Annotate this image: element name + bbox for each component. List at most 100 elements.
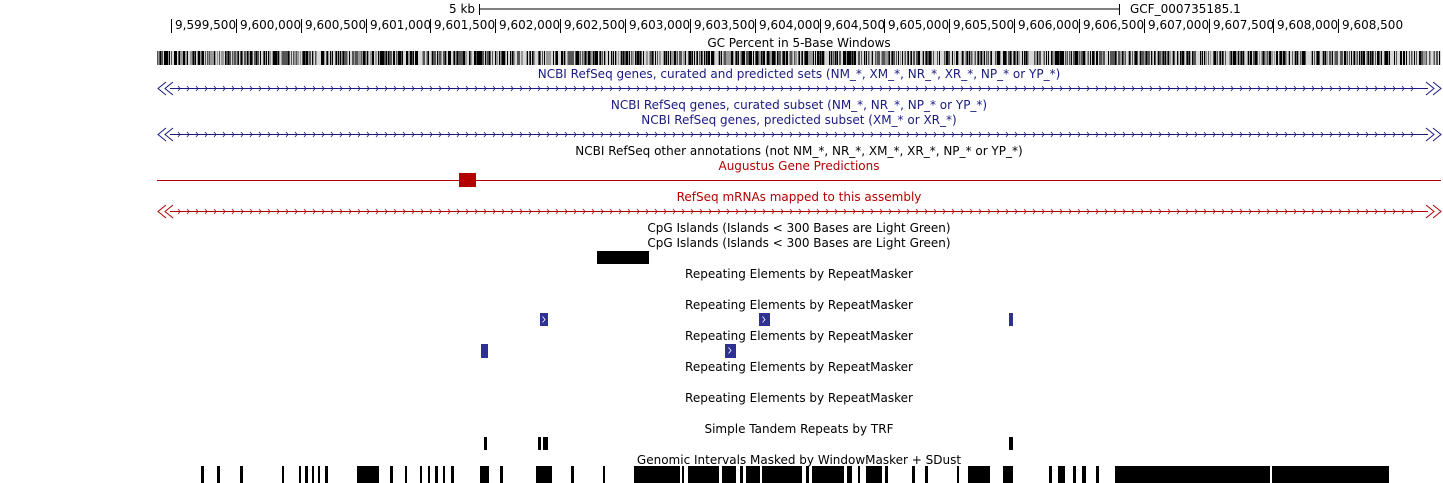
masked-interval bbox=[1058, 466, 1065, 483]
tandem-repeat bbox=[538, 437, 541, 450]
masked-interval bbox=[957, 466, 959, 483]
ruler-tick-label: 9,602,000 bbox=[499, 18, 561, 32]
masked-interval bbox=[688, 466, 719, 483]
masked-interval bbox=[866, 466, 882, 483]
ruler-tick-label: 9,608,500 bbox=[1342, 18, 1404, 32]
masked-interval bbox=[217, 466, 220, 483]
ruler-tick-label: 9,605,500 bbox=[953, 18, 1015, 32]
windowmasker-track-label[interactable]: Genomic Intervals Masked by WindowMasker… bbox=[636, 453, 962, 467]
repeat-element bbox=[540, 313, 548, 326]
cpg-islands-track-label-2[interactable]: CpG Islands (Islands < 300 Bases are Lig… bbox=[647, 236, 951, 250]
masked-interval bbox=[847, 466, 852, 483]
ruler-tick-label: 9,607,000 bbox=[1148, 18, 1210, 32]
refseq-curated-track-label[interactable]: NCBI RefSeq genes, curated subset (NM_*,… bbox=[610, 98, 988, 112]
masked-interval bbox=[1115, 466, 1270, 483]
masked-interval bbox=[201, 466, 204, 483]
masked-interval bbox=[240, 466, 243, 483]
masked-interval bbox=[1003, 466, 1013, 483]
augustus-gene-feature[interactable] bbox=[157, 173, 1441, 187]
ruler-tick-label: 9,600,500 bbox=[305, 18, 367, 32]
masked-interval bbox=[299, 466, 301, 483]
masked-interval bbox=[858, 466, 860, 483]
trf-features[interactable] bbox=[484, 437, 1013, 450]
augustus-exon bbox=[459, 173, 476, 187]
masked-interval bbox=[885, 466, 888, 483]
ruler-tick-label: 9,599,500 bbox=[175, 18, 237, 32]
repeatmasker-track-label-1[interactable]: Repeating Elements by RepeatMasker bbox=[685, 267, 913, 281]
refseq-all-track-label[interactable]: NCBI RefSeq genes, curated and predicted… bbox=[537, 67, 1061, 81]
masked-interval bbox=[451, 466, 454, 483]
assembly-name: GCF_000735185.1 bbox=[1130, 2, 1241, 16]
masked-interval bbox=[420, 466, 422, 483]
masked-interval bbox=[325, 466, 328, 483]
refseq-predicted-track-label[interactable]: NCBI RefSeq genes, predicted subset (XM_… bbox=[641, 113, 957, 127]
masked-interval bbox=[740, 466, 743, 483]
refseq-mrna-track-label[interactable]: RefSeq mRNAs mapped to this assembly bbox=[676, 190, 922, 204]
scale-bar bbox=[479, 4, 1120, 15]
ruler-tick-label: 9,602,500 bbox=[564, 18, 626, 32]
masked-interval bbox=[912, 466, 915, 483]
ruler-tick-label: 9,605,000 bbox=[888, 18, 950, 32]
gc-percent-track-label[interactable]: GC Percent in 5-Base Windows bbox=[707, 36, 891, 50]
masked-interval bbox=[571, 466, 574, 483]
ruler-tick-label: 9,608,000 bbox=[1277, 18, 1339, 32]
masked-interval bbox=[480, 466, 489, 483]
refseq-predicted-gene-feature[interactable] bbox=[157, 127, 1442, 142]
ruler-tick-label: 9,606,500 bbox=[1083, 18, 1145, 32]
refseq-mrna-feature[interactable] bbox=[157, 204, 1442, 219]
masked-interval bbox=[746, 466, 760, 483]
masked-interval bbox=[318, 466, 320, 483]
augustus-track-label[interactable]: Augustus Gene Predictions bbox=[718, 159, 880, 173]
scale-bar-label: 5 kb bbox=[449, 2, 476, 16]
repeatmasker-track-label-2[interactable]: Repeating Elements by RepeatMasker bbox=[685, 298, 913, 312]
masked-interval bbox=[435, 466, 438, 483]
repeatmasker-track-label-3[interactable]: Repeating Elements by RepeatMasker bbox=[685, 329, 913, 343]
masked-interval bbox=[1049, 466, 1052, 483]
masked-interval bbox=[1082, 466, 1086, 483]
ruler-tick-label: 9,604,000 bbox=[759, 18, 821, 32]
masked-interval bbox=[968, 466, 990, 483]
masked-interval bbox=[806, 466, 809, 483]
cpg-islands-track-label[interactable]: CpG Islands (Islands < 300 Bases are Lig… bbox=[647, 221, 951, 235]
trf-track-label[interactable]: Simple Tandem Repeats by TRF bbox=[704, 422, 894, 436]
masked-interval bbox=[536, 466, 552, 483]
repeatmasker-track-label-5[interactable]: Repeating Elements by RepeatMasker bbox=[685, 391, 913, 405]
repeatmasker-track-label-4[interactable]: Repeating Elements by RepeatMasker bbox=[685, 360, 913, 374]
masked-interval bbox=[357, 466, 379, 483]
gc-percent-signal[interactable] bbox=[157, 51, 1441, 65]
ruler-tick-label: 9,603,000 bbox=[629, 18, 691, 32]
masked-interval bbox=[428, 466, 430, 483]
repeat-element bbox=[481, 344, 488, 358]
masked-interval bbox=[925, 466, 928, 483]
masked-interval bbox=[500, 466, 503, 483]
masked-interval bbox=[1096, 466, 1099, 483]
masked-interval bbox=[722, 466, 736, 483]
cpg-island-feature[interactable] bbox=[597, 251, 649, 264]
masked-interval bbox=[443, 466, 445, 483]
ruler-tick-label: 9,601,000 bbox=[370, 18, 432, 32]
tandem-repeat bbox=[543, 437, 548, 450]
refseq-all-gene-feature[interactable] bbox=[157, 81, 1442, 96]
tandem-repeat bbox=[484, 437, 487, 450]
masked-interval bbox=[1272, 466, 1389, 483]
ruler-tick-label: 9,604,500 bbox=[824, 18, 886, 32]
masked-interval bbox=[762, 466, 802, 483]
masked-interval bbox=[390, 466, 393, 483]
windowmasker-features[interactable] bbox=[201, 466, 1389, 483]
masked-interval bbox=[1073, 466, 1076, 483]
repeatmasker-features[interactable] bbox=[481, 313, 1013, 358]
refseq-other-track-label[interactable]: NCBI RefSeq other annotations (not NM_*,… bbox=[575, 144, 1023, 158]
ruler-ticks bbox=[171, 19, 1339, 33]
masked-interval bbox=[305, 466, 308, 483]
masked-interval bbox=[312, 466, 314, 483]
masked-interval bbox=[682, 466, 684, 483]
masked-interval bbox=[405, 466, 407, 483]
repeat-element bbox=[1009, 313, 1013, 326]
masked-interval bbox=[282, 466, 284, 483]
masked-interval bbox=[603, 466, 605, 483]
tandem-repeat bbox=[1009, 437, 1013, 450]
ruler-tick-label: 9,601,500 bbox=[434, 18, 496, 32]
masked-interval bbox=[812, 466, 844, 483]
ruler-tick-label: 9,600,000 bbox=[240, 18, 302, 32]
